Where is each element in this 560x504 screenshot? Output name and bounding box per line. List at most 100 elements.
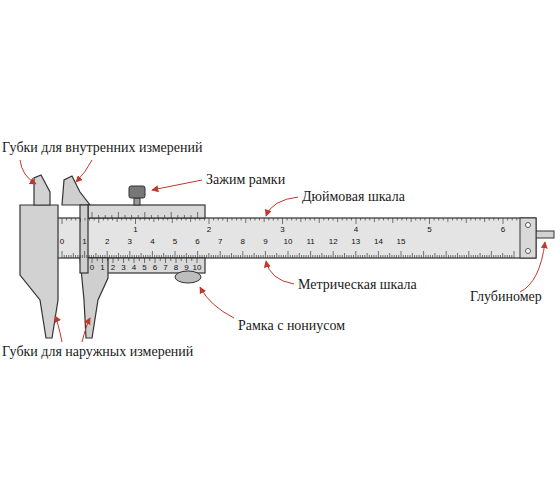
scale-tick <box>455 255 456 258</box>
scale-tick <box>486 255 487 258</box>
scale-tick <box>97 258 98 261</box>
scale-tick <box>217 255 218 258</box>
metric-number: 7 <box>218 237 222 246</box>
scale-tick <box>171 212 172 218</box>
scale-tick <box>500 255 501 258</box>
scale-tick <box>346 255 347 258</box>
scale-tick <box>172 255 173 258</box>
vernier-number: 5 <box>142 263 146 272</box>
vernier-number: 8 <box>174 263 178 272</box>
scale-tick <box>125 215 126 218</box>
scale-tick <box>378 251 379 258</box>
scale-tick <box>184 215 185 218</box>
scale-tick <box>155 258 156 263</box>
scale-tick <box>118 253 119 258</box>
scale-tick <box>190 255 191 258</box>
scale-tick <box>388 218 389 221</box>
leader-line <box>200 287 234 318</box>
scale-tick <box>77 255 78 258</box>
scale-tick <box>254 218 255 221</box>
scale-tick <box>319 218 320 223</box>
scale-tick <box>222 218 223 221</box>
scale-tick <box>489 218 490 221</box>
scale-tick <box>360 218 361 221</box>
scale-tick <box>186 253 187 258</box>
scale-tick <box>401 251 402 258</box>
callout-label: Метрическая шкала <box>298 277 417 293</box>
scale-tick <box>204 218 205 221</box>
scale-tick <box>245 218 246 223</box>
scale-tick <box>452 218 453 221</box>
scale-tick <box>419 255 420 258</box>
scale-tick <box>91 255 92 258</box>
scale-tick <box>342 218 343 221</box>
inch-number: 4 <box>354 225 358 234</box>
scale-tick <box>450 255 451 258</box>
scale-tick <box>303 255 304 258</box>
scale-tick <box>416 255 417 258</box>
scale-tick <box>144 258 145 263</box>
scale-tick <box>177 255 178 258</box>
scale-tick <box>215 255 216 258</box>
scale-tick <box>502 253 503 258</box>
scale-tick <box>274 255 275 258</box>
scale-tick <box>503 218 504 224</box>
scale-tick <box>233 255 234 258</box>
scale-tick <box>104 255 105 258</box>
vernier-number: 4 <box>132 263 136 272</box>
scale-tick <box>337 255 338 258</box>
scale-tick <box>291 218 292 221</box>
scale-tick <box>473 255 474 258</box>
scale-tick <box>412 253 413 258</box>
scale-tick <box>98 215 99 218</box>
metric-number: 4 <box>150 237 154 246</box>
scale-tick <box>385 255 386 258</box>
metric-number: 13 <box>351 237 360 246</box>
scale-tick <box>181 255 182 258</box>
scale-tick <box>111 215 112 218</box>
scale-tick <box>498 255 499 258</box>
metric-number: 11 <box>306 237 314 246</box>
slider-left-side <box>80 205 88 273</box>
scale-tick <box>491 251 492 258</box>
scale-tick <box>94 218 95 221</box>
scale-tick <box>176 218 177 221</box>
scale-tick <box>290 255 291 258</box>
scale-tick <box>429 218 430 224</box>
leader-line <box>152 180 202 190</box>
scale-tick <box>296 218 297 221</box>
thumb-wheel <box>175 271 201 283</box>
scale-tick <box>254 253 255 258</box>
scale-tick <box>272 255 273 258</box>
scale-tick <box>509 255 510 258</box>
scale-tick <box>197 258 198 263</box>
scale-tick <box>220 251 221 258</box>
metric-number: 15 <box>397 237 406 246</box>
scale-tick <box>457 218 458 221</box>
vernier-number: 0 <box>90 263 94 272</box>
scale-tick <box>62 251 63 258</box>
scale-tick <box>197 212 198 218</box>
scale-tick <box>428 255 429 258</box>
scale-tick <box>62 218 63 224</box>
scale-tick <box>149 258 150 261</box>
scale-tick <box>323 218 324 221</box>
scale-tick <box>247 255 248 258</box>
scale-tick <box>406 218 407 221</box>
scale-tick <box>163 253 164 258</box>
scale-tick <box>470 218 471 221</box>
scale-tick <box>121 218 122 221</box>
scale-tick <box>411 218 412 222</box>
scale-tick <box>86 255 87 258</box>
scale-tick <box>218 218 219 221</box>
scale-tick <box>213 255 214 258</box>
scale-tick <box>447 218 448 222</box>
scale-tick <box>312 255 313 258</box>
metric-number: 3 <box>128 237 132 246</box>
slider-top <box>88 205 205 218</box>
scale-tick <box>462 255 463 258</box>
scale-tick <box>358 255 359 258</box>
metric-number: 1 <box>82 237 86 246</box>
clamp-screw <box>129 186 145 198</box>
